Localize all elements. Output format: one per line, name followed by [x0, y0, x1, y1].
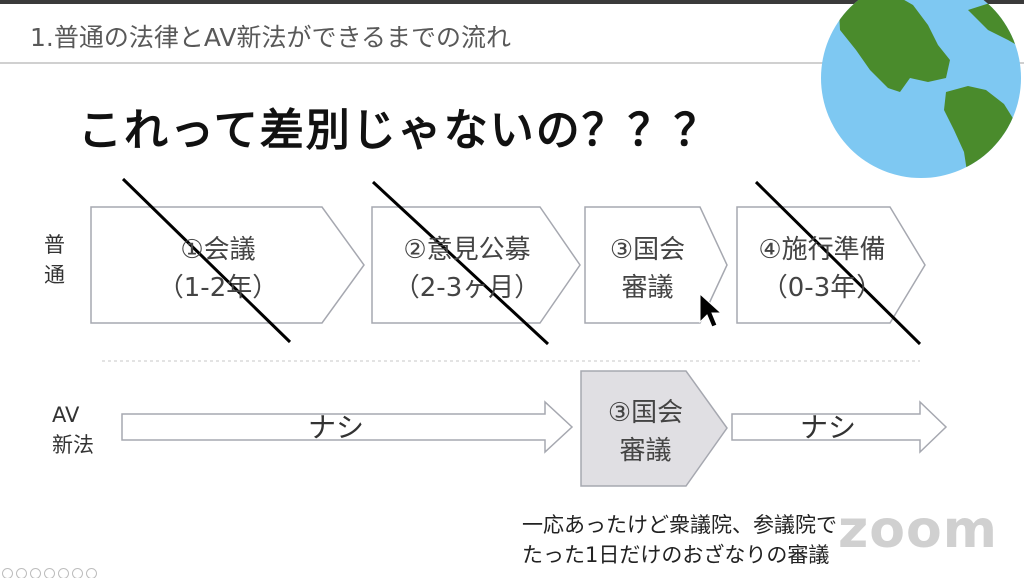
step-shape-1: [90, 206, 365, 324]
av-middle-subtitle: 審議: [619, 436, 672, 466]
step-shape-2: [371, 206, 581, 324]
control-icon-1[interactable]: [2, 568, 13, 578]
strike-line-1: [121, 177, 292, 344]
presentation-controls[interactable]: [2, 564, 100, 578]
control-icon-5[interactable]: [58, 568, 69, 578]
step-shape-4: [736, 206, 926, 324]
note-line-2: たった1日だけのおざなりの審議: [522, 543, 830, 567]
av-left-arrow-label: ナシ: [308, 411, 365, 444]
strike-line-4: [754, 180, 922, 346]
row-label-av: AV 新法: [52, 400, 94, 460]
note-line-1: 一応あったけど衆議院、参議院で: [522, 513, 837, 537]
step-1-duration: （1-2年）: [157, 273, 279, 303]
strike-line-2: [371, 180, 550, 346]
control-icon-3[interactable]: [30, 568, 41, 578]
control-icon-6[interactable]: [72, 568, 83, 578]
step-3-subtitle: 審議: [621, 273, 674, 303]
row-label-normal-char1: 普: [44, 233, 65, 257]
step-1: ①会議 （1-2年）: [128, 231, 308, 307]
av-middle-title: ③国会: [607, 398, 684, 428]
control-icon-4[interactable]: [44, 568, 55, 578]
step-3-title: ③国会: [609, 235, 686, 265]
cursor-icon: [699, 292, 723, 328]
step-2: ②意見公募 （2-3ヶ月）: [382, 231, 552, 307]
av-middle-shape: [580, 370, 728, 487]
row-label-av-line2: 新法: [52, 433, 94, 457]
row-label-normal: 普 通: [44, 230, 65, 290]
av-right-arrow: [731, 400, 948, 454]
zoom-watermark: zoom: [838, 500, 998, 560]
step-4: ④施行準備 （0-3年）: [742, 231, 902, 307]
control-icon-2[interactable]: [16, 568, 27, 578]
step-4-title: ④施行準備: [758, 235, 886, 265]
slide-header-title: 1.普通の法律とAV新法ができるまでの流れ: [30, 23, 511, 52]
step-2-duration: （2-3ヶ月）: [393, 273, 541, 303]
control-icon-7[interactable]: [86, 568, 97, 578]
av-right-arrow-label: ナシ: [800, 411, 857, 444]
step-3: ③国会 審議: [590, 231, 705, 307]
note-text: 一応あったけど衆議院、参議院で たった1日だけのおざなりの審議: [522, 510, 837, 570]
row-label-av-line1: AV: [52, 403, 80, 427]
flow-diagram: [90, 177, 948, 487]
header-divider: [0, 62, 1024, 64]
step-4-duration: （0-3年）: [761, 273, 883, 303]
step-shape-3: [584, 206, 728, 324]
av-middle-step: ③国会 審議: [588, 394, 703, 470]
step-2-title: ②意見公募: [403, 235, 531, 265]
row-label-normal-char2: 通: [44, 263, 65, 287]
step-1-title: ①会議: [180, 235, 256, 265]
main-question: これって差別じゃないの？？？: [78, 105, 720, 156]
globe-icon: [821, 0, 1021, 178]
av-left-arrow: [121, 400, 574, 454]
